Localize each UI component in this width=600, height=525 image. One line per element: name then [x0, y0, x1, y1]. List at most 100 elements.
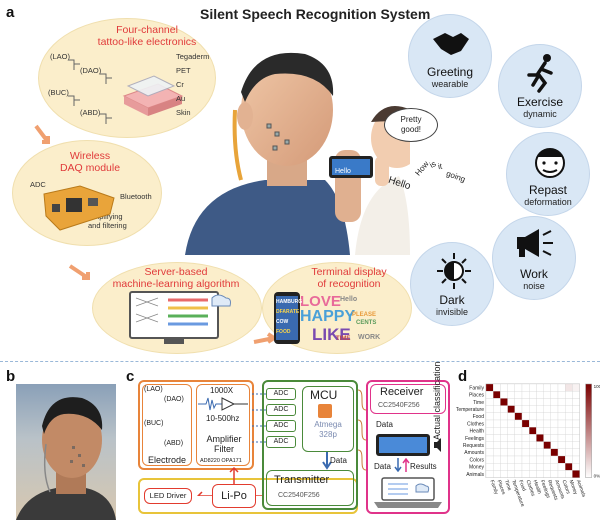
mcu-chip-icon	[318, 404, 332, 418]
matrix-cell	[572, 405, 580, 413]
y-tick-label: Amounts	[464, 450, 484, 456]
matrix-cell	[543, 455, 551, 464]
speech-word: it	[437, 161, 443, 172]
mcu-chip-label: Atmega 328p	[314, 420, 342, 439]
layer-tegaderm: Tegaderm	[176, 52, 210, 61]
runner-icon	[527, 54, 553, 93]
panel-c-letter: c	[126, 368, 135, 385]
speech-bubble: Pretty good!	[384, 108, 438, 142]
matrix-cell	[485, 427, 494, 435]
matrix-cell	[507, 455, 515, 464]
matrix-cell	[493, 470, 501, 478]
matrix-cell	[529, 383, 537, 392]
matrix-cell	[550, 419, 559, 428]
matrix-cell	[514, 383, 523, 392]
matrix-cell	[536, 412, 544, 421]
matrix-cell	[565, 405, 573, 413]
matrix-cell	[514, 470, 523, 478]
y-tick-label: Feelings	[465, 436, 484, 442]
matrix-cell	[572, 391, 580, 399]
receiver-chip-label: CC2540F256	[378, 402, 420, 409]
cloud-word: CENTS	[356, 320, 377, 326]
matrix-cell	[485, 391, 494, 399]
matrix-cell	[493, 398, 501, 406]
matrix-cell	[565, 391, 573, 399]
matrix-cell	[521, 463, 530, 471]
matrix-cell	[507, 448, 515, 457]
matrix-cell	[543, 405, 551, 413]
x-tick-label: Places	[496, 479, 507, 496]
x-tick-label: Colors	[560, 479, 571, 495]
gain-label: 1000X	[210, 386, 234, 395]
cloud-word: FOOD	[276, 329, 291, 335]
daq-adc-label: ADC	[30, 180, 46, 189]
receiver-chip-box	[370, 384, 446, 414]
receiver-label: Receiver	[380, 386, 424, 398]
x-tick-label: Money	[568, 479, 579, 496]
matrix-cell	[557, 419, 566, 428]
matrix-cell	[529, 412, 537, 421]
matrix-cell	[485, 455, 494, 464]
y-tick-label: Requests	[463, 443, 485, 449]
matrix-cell	[507, 412, 515, 421]
matrix-cell	[557, 398, 566, 406]
layer-pet: PET	[176, 66, 191, 75]
matrix-cell	[514, 419, 523, 428]
matrix-cell	[536, 448, 544, 457]
matrix-cell	[543, 383, 551, 392]
tattoo-channel-dao: (DAO)	[80, 66, 102, 75]
matrix-cell	[543, 412, 551, 421]
matrix-cell	[536, 405, 544, 413]
matrix-cell	[485, 434, 494, 442]
transmitter-box	[266, 470, 354, 506]
data-label: Data	[330, 456, 347, 465]
tattoo-oval	[38, 18, 216, 138]
skin-layers-icon	[122, 75, 184, 116]
matrix-cell	[500, 463, 508, 471]
matrix-cell	[507, 470, 515, 478]
layer-cr: Cr	[176, 80, 184, 89]
matrix-cell	[514, 455, 523, 464]
matrix-cell	[514, 398, 523, 406]
matrix-cell	[536, 398, 544, 406]
matrix-cell	[500, 470, 508, 478]
matrix-cell	[557, 455, 566, 464]
monitor-icon	[129, 291, 231, 344]
matrix-cell	[550, 427, 559, 435]
adc-channel: ADC	[266, 436, 296, 448]
matrix-cell	[529, 419, 537, 428]
matrix-cell	[500, 405, 508, 413]
matrix-cell	[565, 470, 573, 478]
matrix-cell	[529, 427, 537, 435]
matrix-cell	[485, 448, 494, 457]
matrix-cell	[550, 412, 559, 421]
electrode-channel-abd: (ABD)	[164, 440, 184, 447]
matrix-cell	[507, 405, 515, 413]
y-tick-label: Food	[473, 414, 485, 420]
ml-title: Server-based machine-learning algorithm	[112, 266, 240, 290]
matrix-cell	[536, 463, 544, 471]
matrix-cell	[557, 383, 566, 392]
matrix-cell	[536, 455, 544, 464]
matrix-cell	[550, 434, 559, 442]
cloud-word: COW	[276, 319, 289, 325]
matrix-cell	[572, 398, 580, 406]
matrix-cell	[500, 427, 508, 435]
daq-amp-label: Amplifying and filtering	[88, 212, 127, 230]
scenario-exercise: Exercise dynamic	[498, 44, 582, 128]
scenario-greeting: Greeting wearable	[408, 14, 492, 98]
matrix-cell	[493, 441, 501, 449]
y-tick-label: Colors	[470, 457, 485, 463]
matrix-cell	[500, 419, 508, 428]
matrix-cell	[493, 427, 501, 435]
matrix-cell	[521, 405, 530, 413]
matrix-cell	[565, 427, 573, 435]
tattoo-title: Four-channel tattoo-like electronics	[97, 24, 197, 48]
confusion-matrix: FamilyPlacesTimeTemperatureFoodClothesHe…	[456, 383, 600, 508]
amplifier-filter-label: Amplifier Filter	[206, 434, 242, 454]
electrode-label: Electrode	[148, 455, 187, 465]
matrix-cell	[572, 427, 580, 435]
x-tick-label: Food	[517, 479, 527, 492]
matrix-cell	[507, 427, 515, 435]
matrix-cell	[565, 383, 573, 392]
